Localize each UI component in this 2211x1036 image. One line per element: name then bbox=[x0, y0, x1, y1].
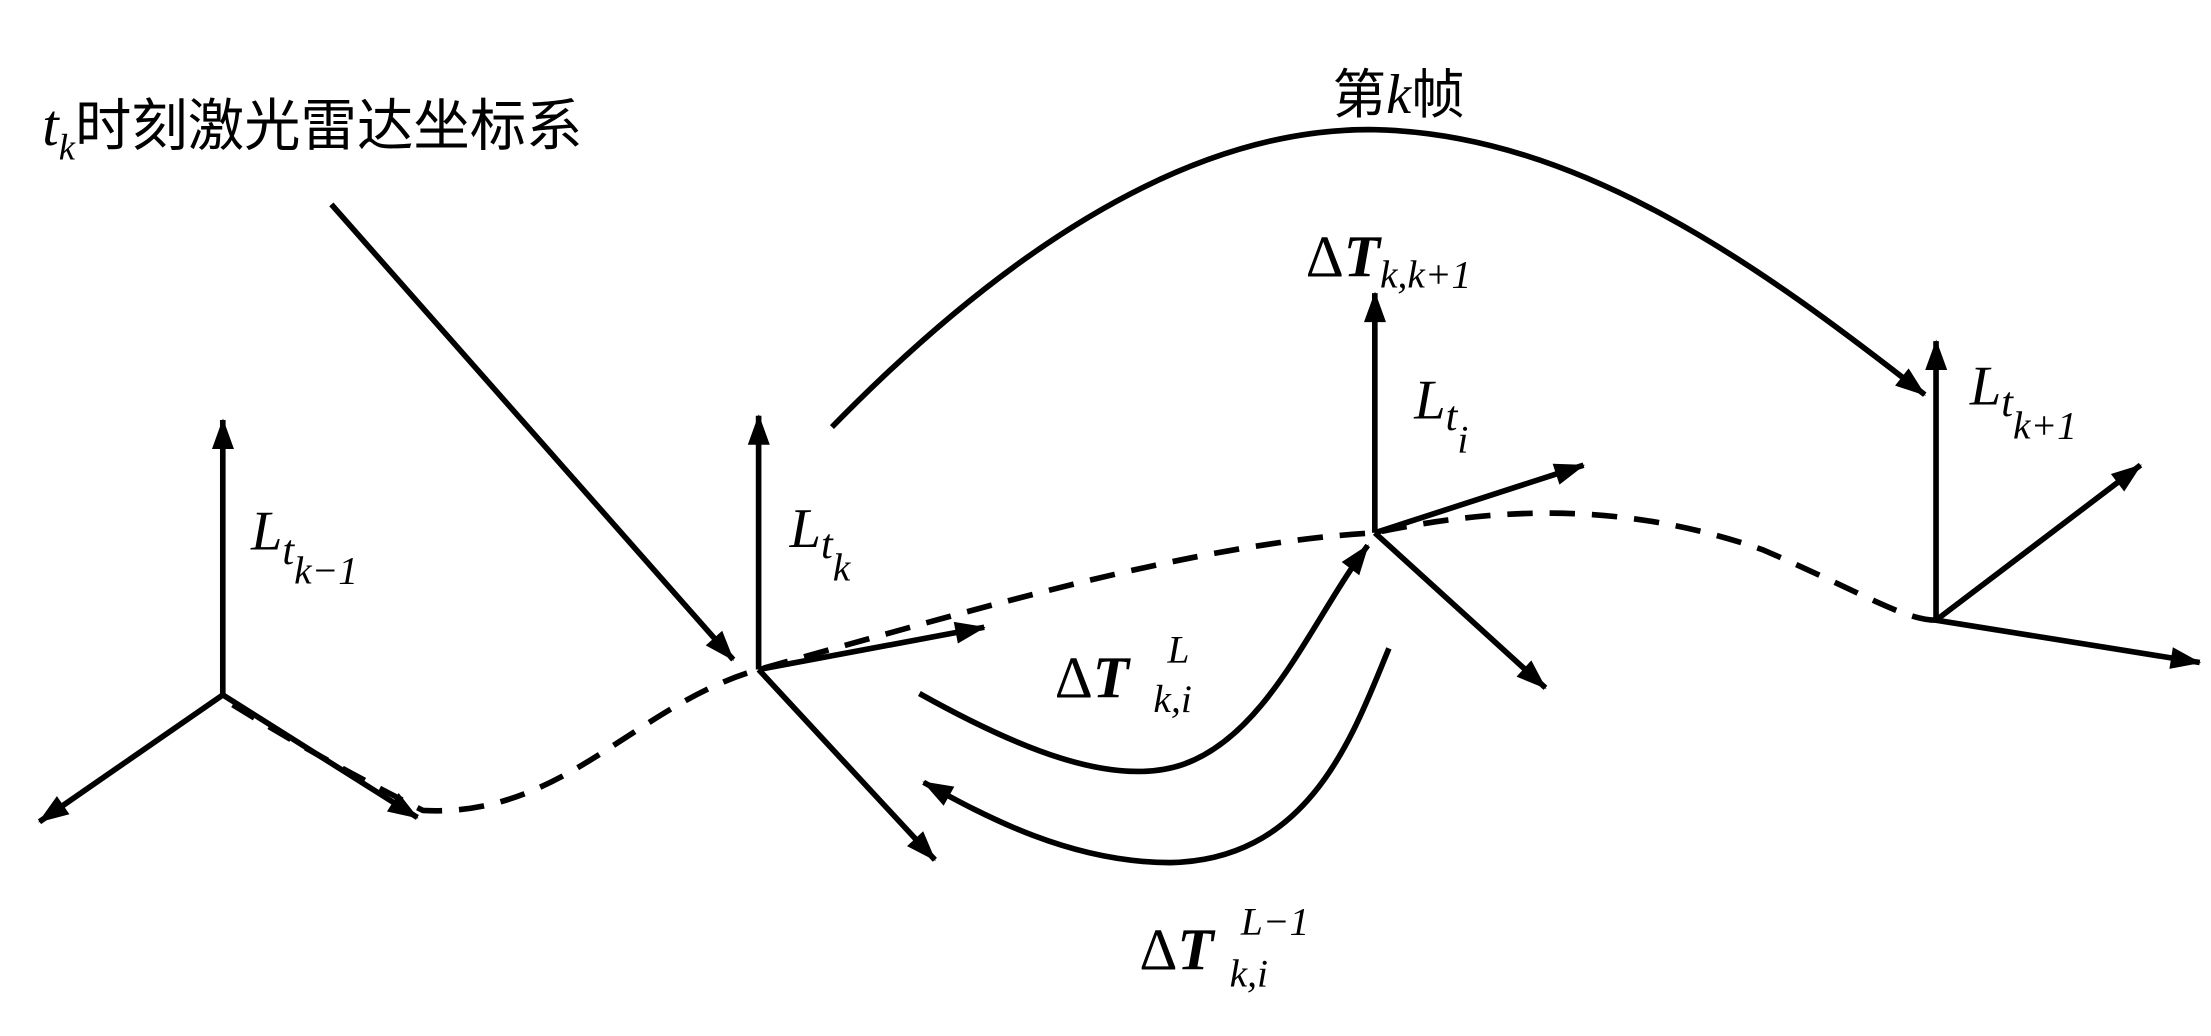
lidar-coordinate-title: tk时刻激光雷达坐标系 bbox=[42, 92, 582, 167]
delta-T-L-label: ΔT bbox=[1055, 645, 1132, 711]
coordinate-frame-k bbox=[747, 414, 986, 862]
delta-T-Linv-sub: k,i bbox=[1230, 952, 1268, 996]
delta-T-Linv-label: ΔT bbox=[1139, 917, 1216, 983]
pointer-arrow bbox=[329, 202, 736, 662]
coordinate-frame-k-minus-1 bbox=[37, 418, 419, 825]
frame-label-k-plus-1: Ltk+1 bbox=[1969, 356, 2077, 448]
frame-label-k: Ltk bbox=[789, 498, 852, 590]
delta-T-L-sup: L bbox=[1167, 627, 1190, 671]
delta-T-k-k1-label: ΔTk,k+1 bbox=[1306, 223, 1472, 296]
delta-T-L-inverse-arrow bbox=[922, 647, 1392, 866]
frame-label-k-minus-1: Ltk−1 bbox=[250, 501, 358, 593]
coordinate-frame-k-plus-1 bbox=[1925, 339, 2202, 669]
delta-T-Linv-sup: L−1 bbox=[1240, 900, 1309, 944]
frame-label-i: Lti bbox=[1413, 370, 1468, 462]
trajectory-dashed-path bbox=[231, 510, 1937, 814]
frame-arc-arrow bbox=[829, 126, 1927, 430]
delta-T-L-arrow bbox=[917, 543, 1371, 775]
frame-k-label: 第k帧 bbox=[1333, 63, 1465, 126]
coordinate-frame-i bbox=[1363, 291, 1586, 690]
delta-T-L-sub: k,i bbox=[1153, 677, 1191, 721]
